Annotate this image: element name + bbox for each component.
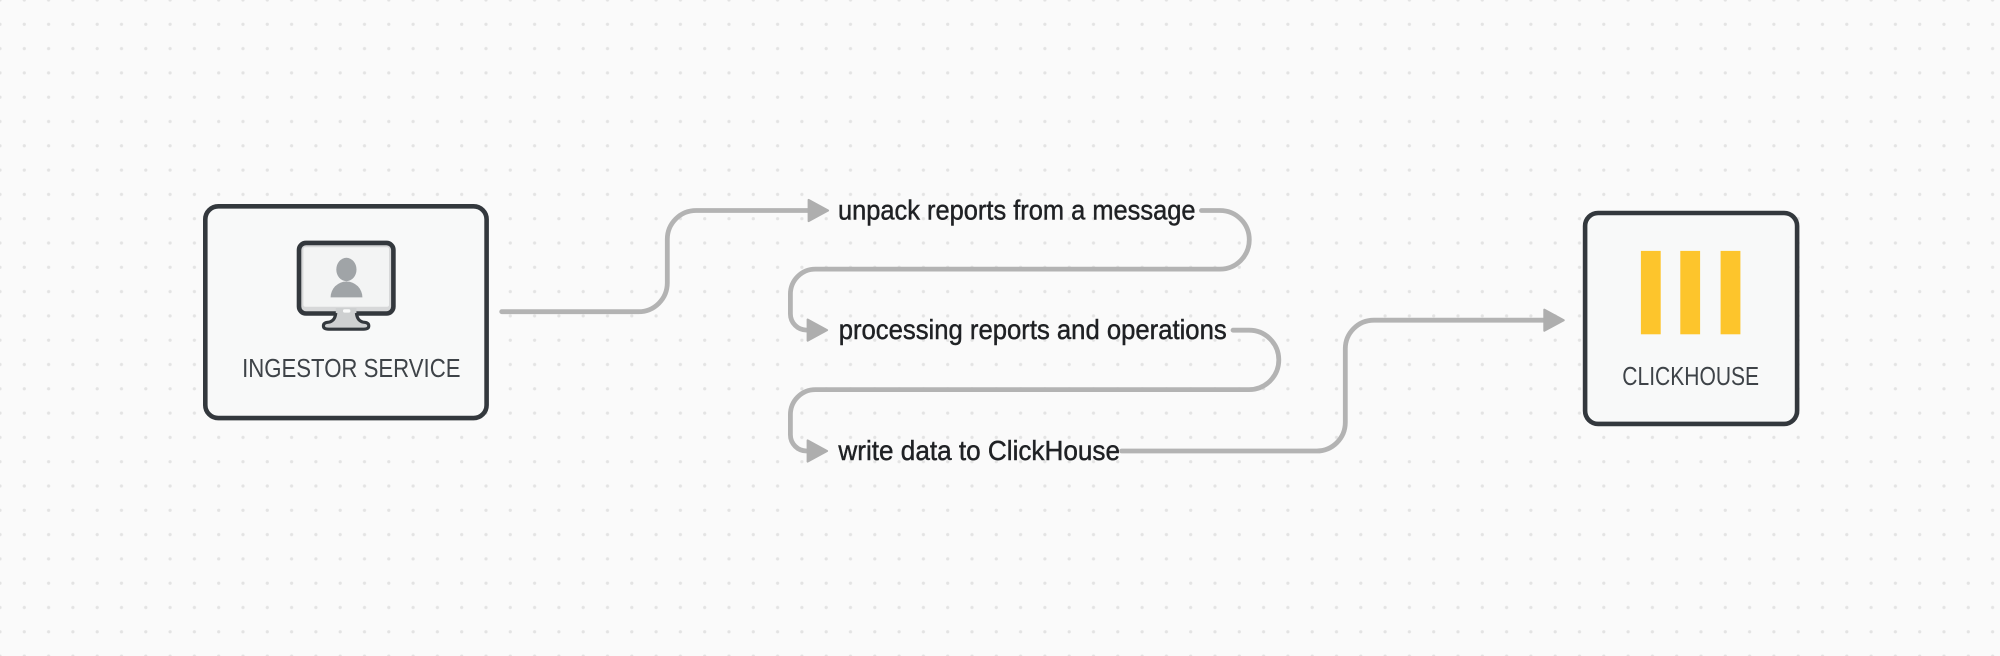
svg-text:write data to ClickHouse: write data to ClickHouse <box>837 435 1120 466</box>
svg-text:processing reports and operati: processing reports and operations <box>839 314 1227 345</box>
svg-text:INGESTOR SERVICE: INGESTOR SERVICE <box>242 355 460 383</box>
svg-text:CLICKHOUSE: CLICKHOUSE <box>1622 363 1759 391</box>
svg-text:unpack reports from a message: unpack reports from a message <box>838 194 1196 225</box>
